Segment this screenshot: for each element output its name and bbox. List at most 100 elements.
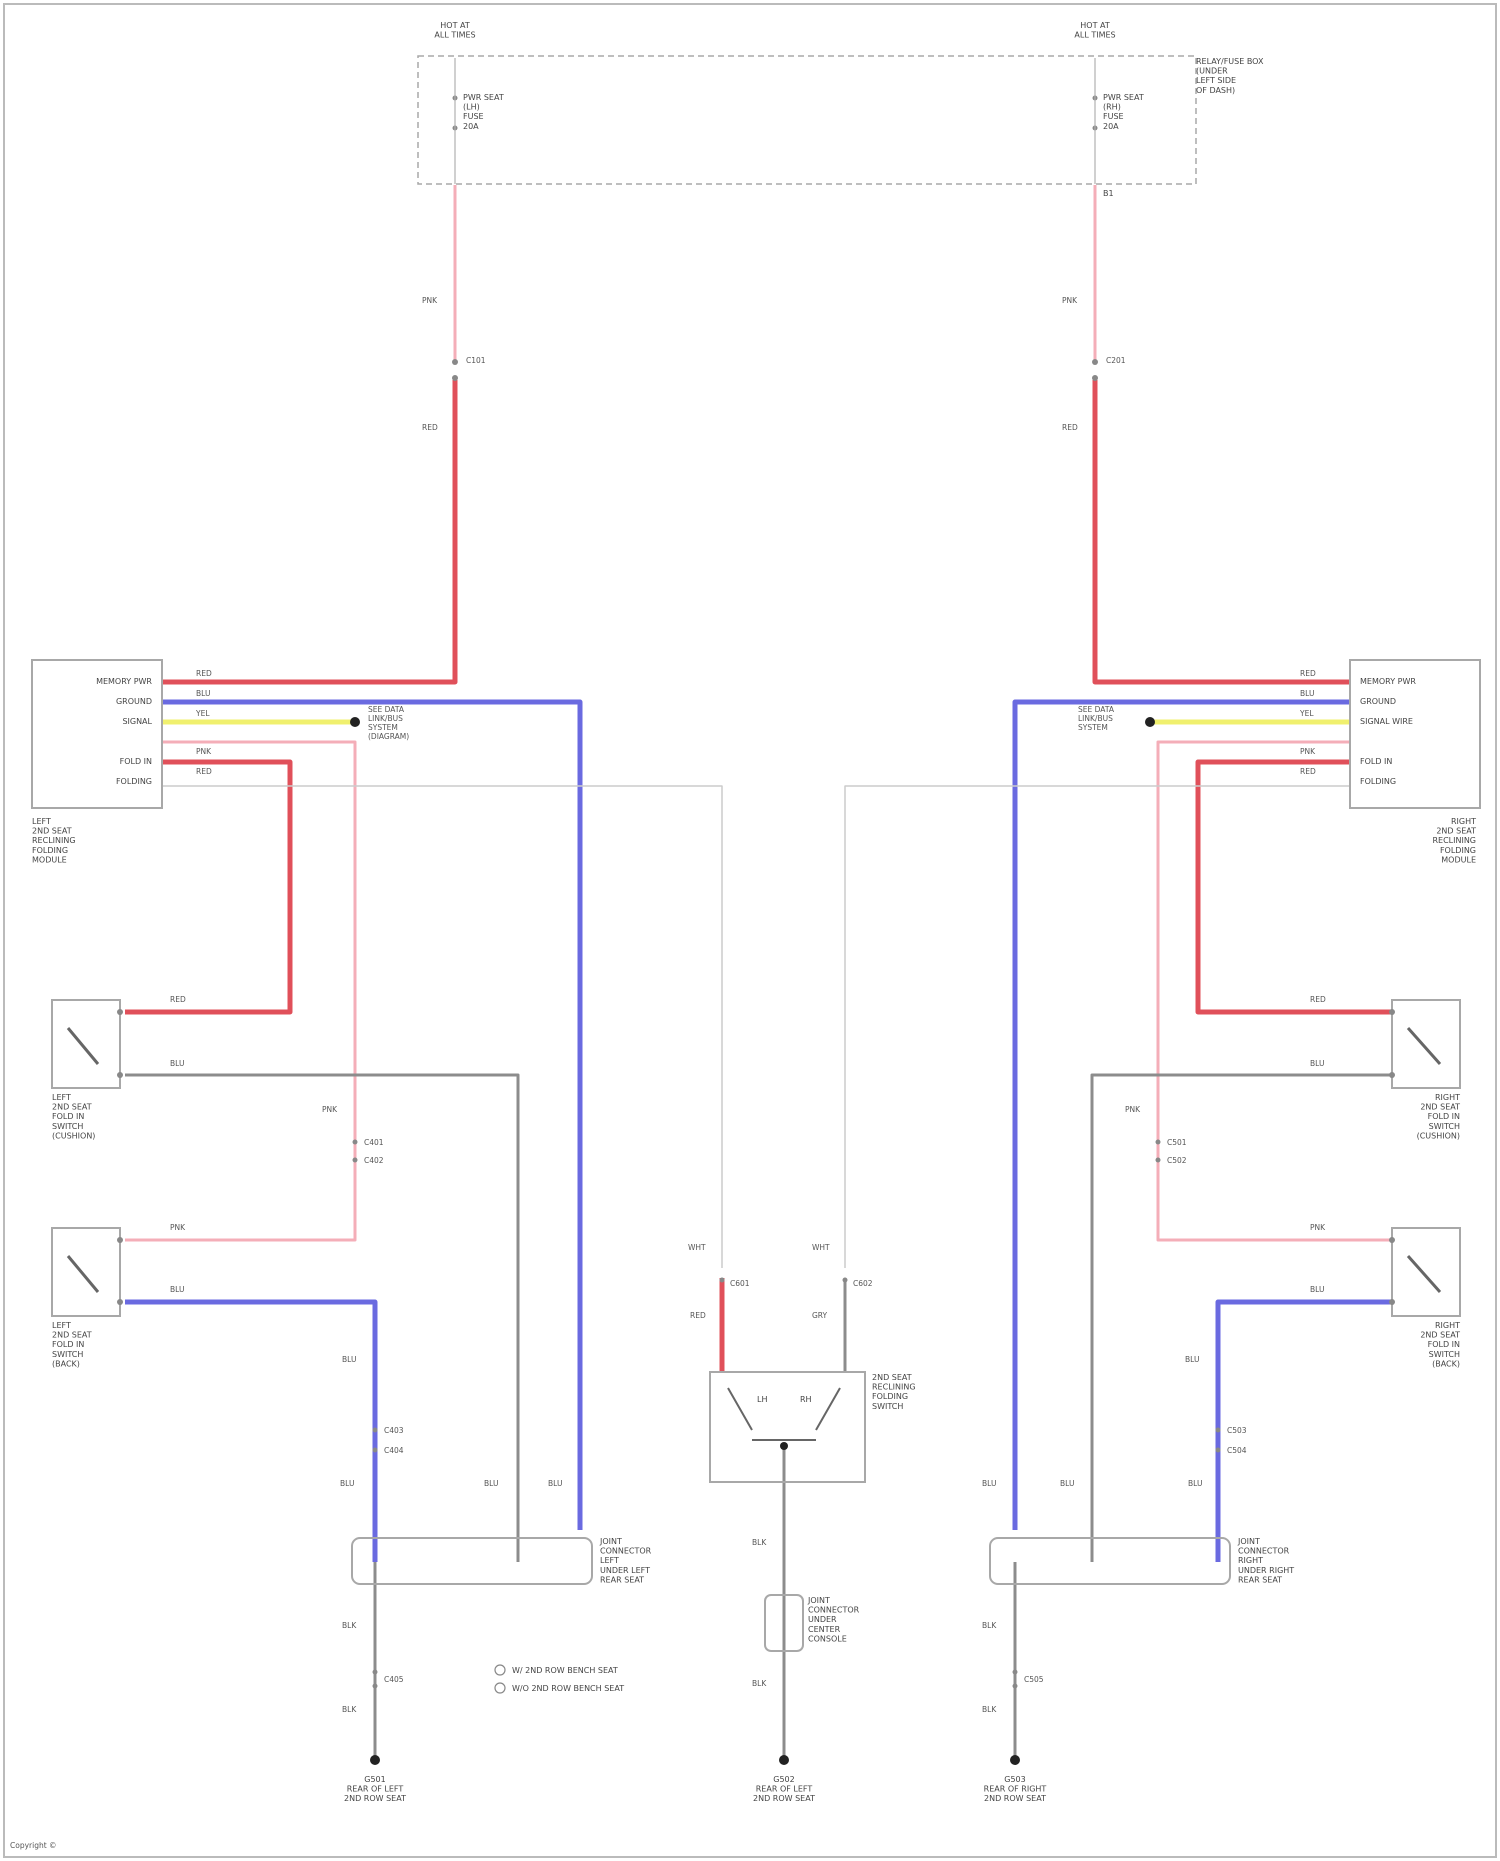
ground-center xyxy=(779,1755,789,1765)
fuse-box-name: RELAY/FUSE BOX(UNDERLEFT SIDEOF DASH) xyxy=(1196,57,1264,95)
left-module-line-4: FOLD IN xyxy=(120,757,152,766)
right-pink-vert-label: PNK xyxy=(1125,1105,1141,1114)
right-pink-conn-label-b: C502 xyxy=(1167,1156,1187,1165)
right-module-wire-4: PNK xyxy=(1300,747,1316,756)
left-low-wire-label: BLK xyxy=(342,1621,357,1630)
left-low-wire2-label: BLK xyxy=(342,1705,357,1714)
right-blue-conn-2 xyxy=(1216,1448,1221,1453)
center-red-label: RED xyxy=(690,1311,706,1320)
connector-right-top xyxy=(1092,359,1098,365)
connector-label-left-top: C101 xyxy=(466,356,486,365)
center-switch-ground-pin xyxy=(780,1442,788,1450)
left-back-switch-pin-1 xyxy=(117,1237,123,1243)
center-conn-right xyxy=(843,1278,848,1283)
right-back-switch-name: RIGHT2ND SEATFOLD INSWITCH(BACK) xyxy=(1420,1321,1460,1368)
left-joint-wire-3: BLU xyxy=(548,1479,562,1488)
right-cushion-switch-pin-1 xyxy=(1389,1009,1395,1015)
left-module-wire-3: YEL xyxy=(195,709,210,718)
wire-right-red-feed xyxy=(1095,380,1350,682)
fuse-box-outline xyxy=(418,56,1196,184)
center-switch-rh: RH xyxy=(800,1395,812,1404)
left-module-line-1: MEMORY PWR xyxy=(96,677,152,686)
wire-label-pnk-left: PNK xyxy=(422,296,438,305)
left-module-line-3: SIGNAL xyxy=(122,717,152,726)
wires xyxy=(125,185,1392,1758)
right-pink-conn-2 xyxy=(1156,1158,1161,1163)
left-cushion-switch-pin-1 xyxy=(117,1009,123,1015)
right-back-switch-contact xyxy=(1408,1256,1440,1292)
right-back-switch-pin-2 xyxy=(1389,1299,1395,1305)
left-low-conn-2 xyxy=(373,1684,378,1689)
left-back-switch-name: LEFT2ND SEATFOLD INSWITCH(BACK) xyxy=(52,1321,92,1368)
wire-right-pink-back xyxy=(1158,742,1392,1240)
right-module-wire-1: RED xyxy=(1300,669,1316,678)
wire-left-red-fold xyxy=(125,762,290,1012)
left-pink-vert-label: PNK xyxy=(322,1105,338,1114)
ground-right xyxy=(1010,1755,1020,1765)
left-blue-conn-label-c: C403 xyxy=(384,1426,404,1435)
left-blue-conn-label-d: C404 xyxy=(384,1446,404,1455)
right-low-conn-2 xyxy=(1013,1684,1018,1689)
right-pink-conn-label-a: C501 xyxy=(1167,1138,1187,1147)
wire-right-blue-main xyxy=(1015,702,1350,1530)
ground-left-label: G501REAR OF LEFT2ND ROW SEAT xyxy=(344,1775,406,1803)
right-low-conn-1 xyxy=(1013,1670,1018,1675)
right-pink-conn-1 xyxy=(1156,1140,1161,1145)
left-module-wire-1: RED xyxy=(196,669,212,678)
connector-left-top xyxy=(452,359,458,365)
left-cushion-switch-contact xyxy=(68,1028,98,1064)
left-module-line-5: FOLDING xyxy=(116,777,152,786)
wire-thin-right xyxy=(845,786,1350,1268)
left-low-conn-1 xyxy=(373,1670,378,1675)
left-blue-conn-1 xyxy=(373,1428,378,1433)
center-conn-left xyxy=(720,1278,725,1283)
wire-label-red-left: RED xyxy=(422,423,438,432)
right-blue-conn-label-c: C503 xyxy=(1227,1426,1247,1435)
right-back-switch xyxy=(1392,1228,1460,1316)
right-module-data-node xyxy=(1145,717,1155,727)
center-switch-lh: LH xyxy=(757,1395,767,1404)
wire-left-blue-back xyxy=(125,1302,375,1562)
right-blue-conn-label-d: C504 xyxy=(1227,1446,1247,1455)
legend-marker-2 xyxy=(495,1683,505,1693)
left-back-switch-wire-1: PNK xyxy=(170,1223,186,1232)
left-low-conn-label: C405 xyxy=(384,1675,404,1684)
right-low-wire-label: BLK xyxy=(982,1621,997,1630)
right-module-line-5: FOLDING xyxy=(1360,777,1396,786)
right-low-conn-label: C505 xyxy=(1024,1675,1044,1684)
wire-left-gray xyxy=(125,1075,518,1562)
left-cushion-switch-pin-2 xyxy=(117,1072,123,1078)
left-joint-connector xyxy=(352,1538,592,1584)
wire-left-pink-back xyxy=(125,742,355,1240)
left-back-switch-pin-2 xyxy=(117,1299,123,1305)
right-joint-connector xyxy=(990,1538,1230,1584)
right-joint-wire-3: BLU xyxy=(1188,1479,1202,1488)
connector-label-right-top: C201 xyxy=(1106,356,1126,365)
left-blue-mid-label: BLU xyxy=(342,1355,356,1364)
center-wire-right-label: WHT xyxy=(812,1243,830,1252)
left-module-wire-2: BLU xyxy=(196,689,210,698)
wire-left-red-feed xyxy=(162,380,455,682)
center-switch-name: 2ND SEATRECLININGFOLDINGSWITCH xyxy=(872,1373,916,1411)
center-wire-down2-label: BLK xyxy=(752,1679,767,1688)
right-cushion-switch-pin-2 xyxy=(1389,1072,1395,1078)
left-joint-wire-2: BLU xyxy=(484,1479,498,1488)
footer-copyright: Copyright © xyxy=(10,1841,57,1850)
right-cushion-switch-wire-2: BLU xyxy=(1310,1059,1324,1068)
connector-right-top-2 xyxy=(1092,375,1098,381)
center-switch-contact-l xyxy=(728,1388,752,1430)
right-module-line-3: SIGNAL WIRE xyxy=(1360,717,1413,726)
right-cushion-switch-contact xyxy=(1408,1028,1440,1064)
left-back-switch-wire-2: BLU xyxy=(170,1285,184,1294)
right-cushion-switch xyxy=(1392,1000,1460,1088)
right-back-switch-wire-1: PNK xyxy=(1310,1223,1326,1232)
right-back-switch-pin-1 xyxy=(1389,1237,1395,1243)
right-module-line-1: MEMORY PWR xyxy=(1360,677,1416,686)
